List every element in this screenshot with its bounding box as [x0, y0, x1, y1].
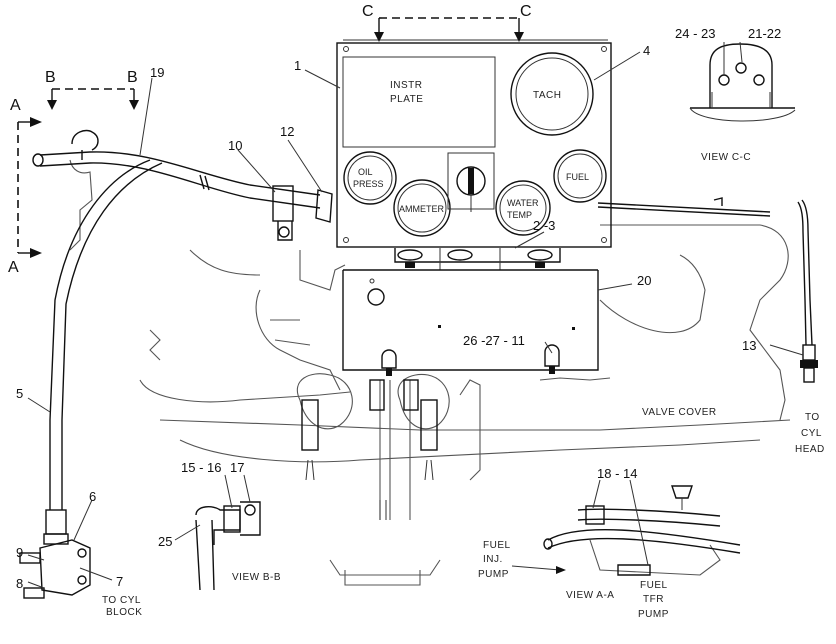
mounting-box [342, 269, 599, 376]
part-label-21-22: 21-22 [748, 26, 781, 41]
instr-plate-label-2: PLATE [390, 94, 423, 105]
engine-background [69, 159, 791, 586]
leader-lines [27, 41, 804, 589]
callout-text: VIEW C-C VIEW B-B VIEW A-A TO CYL BLOCK … [102, 152, 825, 620]
view-c-c-label: VIEW C-C [701, 152, 751, 163]
to-cyl-head-3: HEAD [795, 444, 825, 455]
part-label-25: 25 [158, 534, 172, 549]
part-label-10: 10 [228, 138, 242, 153]
part-label-19: 19 [150, 65, 164, 80]
part-label-2-3: 2 -3 [533, 218, 555, 233]
sender-units [301, 379, 438, 520]
marker-a-top: A [10, 97, 21, 114]
fuel-gauge: FUEL [553, 149, 607, 203]
ignition-switch [447, 152, 495, 212]
part-label-12: 12 [280, 124, 294, 139]
part-label-26-27-11: 26 -27 - 11 [463, 333, 525, 348]
marker-b-right: B [127, 69, 138, 86]
part-label-24-23: 24 - 23 [675, 26, 715, 41]
fuel-inj-pump-1: FUEL [483, 540, 511, 551]
instr-plate-label-1: INSTR [390, 80, 423, 91]
part-labels: 1 4 5 6 7 8 9 10 12 13 17 19 20 25 15 - … [16, 26, 781, 591]
left-tube-harness [19, 129, 333, 599]
part-label-13: 13 [742, 338, 756, 353]
ammeter-label: AMMETER [399, 204, 445, 214]
part-label-8: 8 [16, 576, 23, 591]
fuel-inj-pump-2: INJ. [483, 554, 503, 565]
ammeter-gauge: AMMETER [393, 179, 451, 237]
tachometer-gauge: TACH [510, 52, 594, 136]
to-cyl-head-2: CYL [801, 428, 822, 439]
view-a-a-detail [543, 485, 741, 576]
tach-label: TACH [533, 90, 561, 101]
to-cyl-head-1: TO [805, 412, 820, 423]
view-c-c-detail [689, 43, 796, 122]
part-label-5: 5 [16, 386, 23, 401]
fuel-tfr-pump-2: TFR [643, 594, 664, 605]
part-label-15-16: 15 - 16 [181, 460, 221, 475]
part-label-18-14: 18 - 14 [597, 466, 637, 481]
marker-b-left: B [45, 69, 56, 86]
view-b-b-label: VIEW B-B [232, 572, 281, 583]
part-label-4: 4 [643, 43, 650, 58]
view-a-a-label: VIEW A-A [566, 590, 614, 601]
fuel-tfr-pump-1: FUEL [640, 580, 668, 591]
oil-pressure-gauge: OIL PRESS [343, 151, 397, 205]
fuel-label: FUEL [566, 172, 589, 182]
part-label-20: 20 [637, 273, 651, 288]
part-label-9: 9 [16, 545, 23, 560]
marker-c-right: C [520, 3, 532, 20]
water-label-1: WATER [507, 198, 539, 208]
water-label-2: TEMP [507, 210, 532, 220]
plate-mounting-bracket [394, 248, 561, 270]
to-cyl-block-2: BLOCK [106, 607, 142, 618]
oil-label-2: PRESS [353, 179, 384, 189]
to-cyl-block-1: TO CYL [102, 595, 141, 606]
oil-label-1: OIL [358, 167, 373, 177]
section-markers: C C B B A A [8, 3, 532, 276]
fuel-inj-pump-3: PUMP [478, 569, 509, 580]
part-label-17: 17 [230, 460, 244, 475]
water-temp-gauge: WATER TEMP [495, 180, 551, 236]
instrument-plate: INSTR PLATE [336, 39, 612, 248]
part-label-1: 1 [294, 58, 301, 73]
fuel-tfr-pump-3: PUMP [638, 609, 669, 620]
part-label-7: 7 [116, 574, 123, 589]
marker-c-left: C [362, 3, 374, 20]
head-sensor-line [597, 197, 818, 383]
valve-cover-label: VALVE COVER [642, 407, 717, 418]
marker-a-bottom: A [8, 259, 19, 276]
part-label-6: 6 [89, 489, 96, 504]
